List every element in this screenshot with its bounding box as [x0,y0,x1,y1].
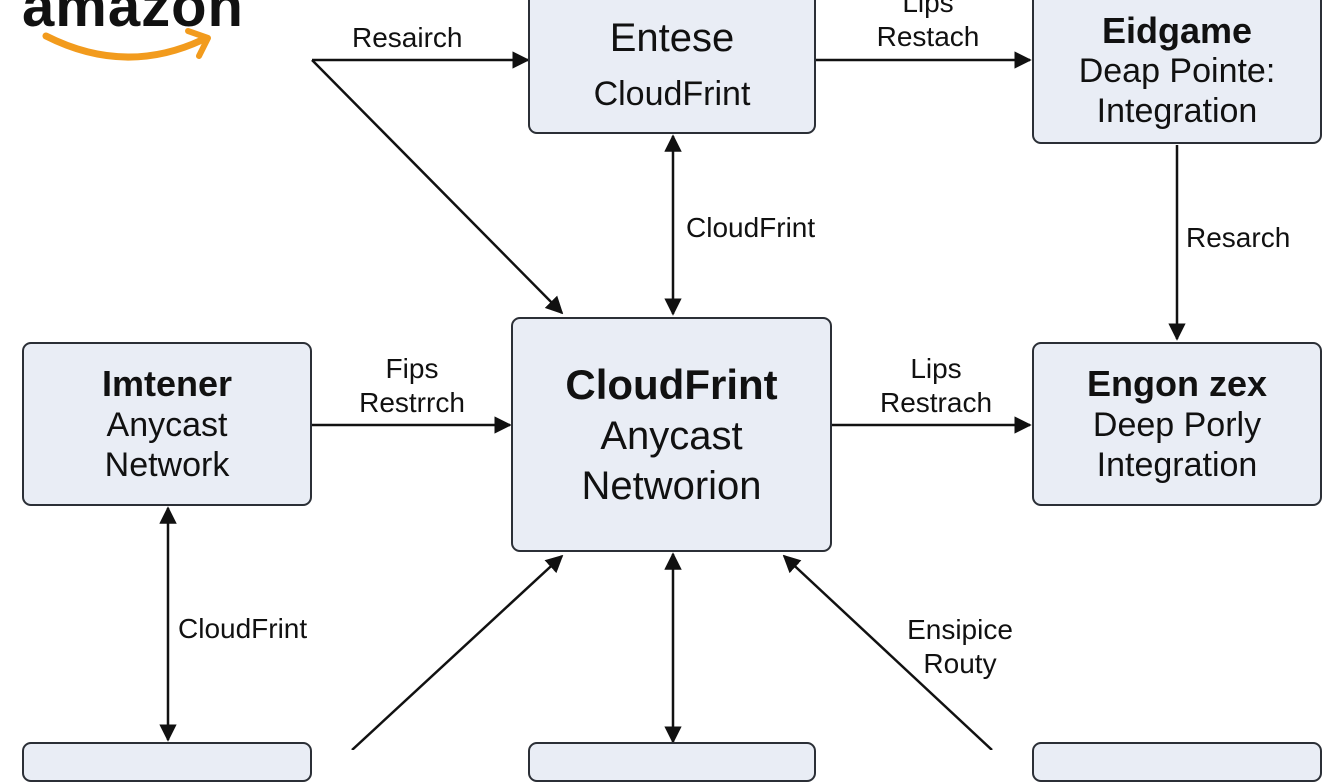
arrow-logo-to-center [311,59,564,315]
edge-label-line: Lips [902,0,954,18]
node-top-center-line1: Entese [609,16,735,60]
node-mid-right-line2: Deep Porly [1092,406,1262,444]
arrow-bottom-left-to-center [351,554,564,750]
edge-label-line: Routy [923,648,997,679]
edge-label-bottom-right-to-center: Ensipice Routy [890,613,1030,681]
node-center: CloudFrint Anycast Networion [511,317,832,552]
edge-label-top-center-to-top-right: Lips Restach [863,0,993,54]
node-bottom-left [22,742,312,782]
arrow-bottom-right-to-center [782,554,993,750]
edge-label-line: Restrrch [359,387,465,418]
edge-label-top-right-to-mid-right: Resarch [1186,222,1291,253]
edge-label-line: Restach [876,21,980,52]
node-top-right: Eidgame Deap Pointe: Integration [1032,0,1322,144]
connectors-layer [159,51,1186,750]
edge-label-top-center-to-center: CloudFrint [686,212,816,243]
node-center-line2: Anycast [600,413,743,458]
node-mid-left-line2: Anycast [106,406,228,444]
node-top-right-line2: Deap Pointe: [1078,52,1276,90]
edge-label-line: Ensipice [907,614,1013,645]
amazon-logo: amazon [0,0,300,70]
edge-label-mid-left-to-bottom-left: CloudFrint [178,613,308,644]
edge-label-center-to-mid-right: Lips Restrach [866,352,1006,420]
node-mid-right: Engon zex Deep Porly Integration [1032,342,1322,506]
node-mid-left-line3: Network [104,446,230,484]
logo-text: amazon [22,0,244,39]
edge-label-logo-to-top-center: Resairch [352,22,463,53]
node-mid-right-title: Engon zex [1086,363,1268,404]
node-top-right-line3: Integration [1096,92,1258,130]
edge-label-line: Lips [910,353,962,384]
node-mid-left-title: Imtener [101,363,233,404]
edge-label-mid-left-to-center: Fips Restrrch [342,352,482,420]
edge-label-line: Restrach [879,387,993,418]
node-top-center-line2: CloudFrint [593,75,751,113]
node-bottom-center [528,742,816,782]
node-top-center: Entese CloudFrint [528,0,816,134]
logo-smile-icon [42,28,211,61]
node-center-title: CloudFrint [565,360,778,408]
node-center-line3: Networion [581,463,762,508]
node-mid-left: Imtener Anycast Network [22,342,312,506]
node-bottom-right [1032,742,1322,782]
node-top-right-title: Eidgame [1101,10,1253,51]
node-mid-right-line3: Integration [1096,446,1258,484]
edge-label-line: Fips [385,353,439,384]
